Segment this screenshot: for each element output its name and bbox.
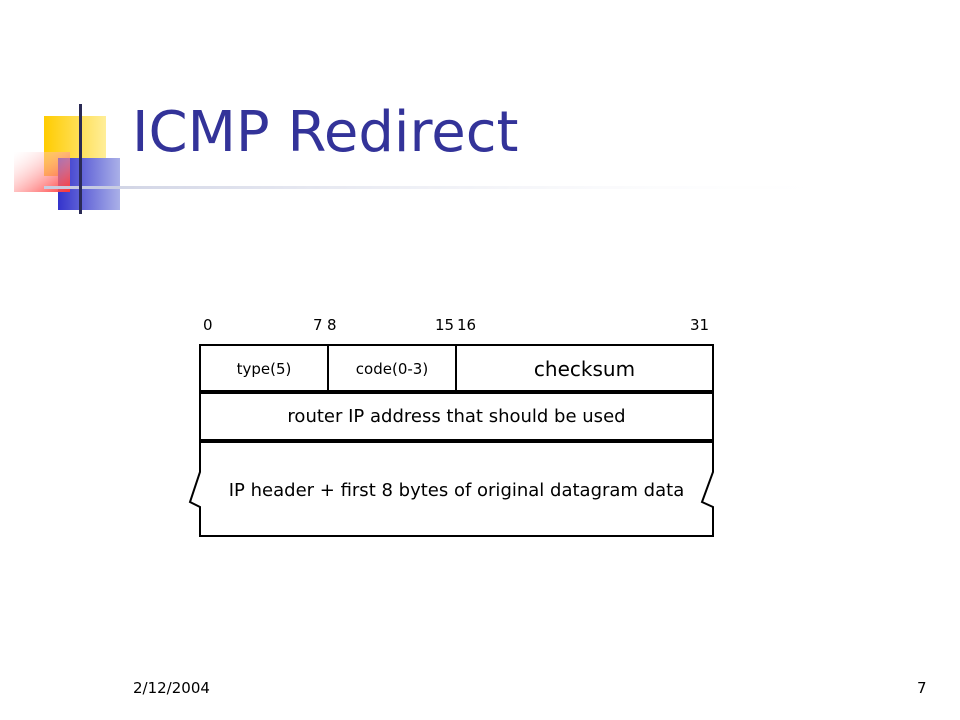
footer-date: 2/12/2004: [133, 679, 210, 697]
checksum-field-box: [455, 344, 714, 392]
bit-label-16: 16: [457, 316, 477, 334]
horizontal-rule: [44, 186, 864, 189]
bit-label-31: 31: [690, 316, 710, 334]
vertical-rule: [79, 104, 82, 214]
ip-header-field-box: [188, 441, 714, 537]
router-ip-field-box: [199, 392, 714, 441]
slide-title: ICMP Redirect: [132, 100, 519, 165]
router-ip-field-label: router IP address that should be used: [287, 406, 626, 427]
code-field-label: code(0-3): [355, 360, 429, 378]
bit-label-0: 0: [203, 316, 213, 334]
bit-label-7: 7: [313, 316, 323, 334]
bit-label-15: 15: [435, 316, 455, 334]
decorative-corner-graphic: [14, 104, 864, 214]
page-number: 7: [917, 679, 927, 697]
type-field-label: type(5): [236, 360, 292, 378]
checksum-field-label: checksum: [533, 357, 636, 381]
ip-header-field-label: IP header + first 8 bytes of original da…: [228, 480, 685, 501]
bit-label-8: 8: [327, 316, 337, 334]
red-square: [14, 152, 70, 192]
